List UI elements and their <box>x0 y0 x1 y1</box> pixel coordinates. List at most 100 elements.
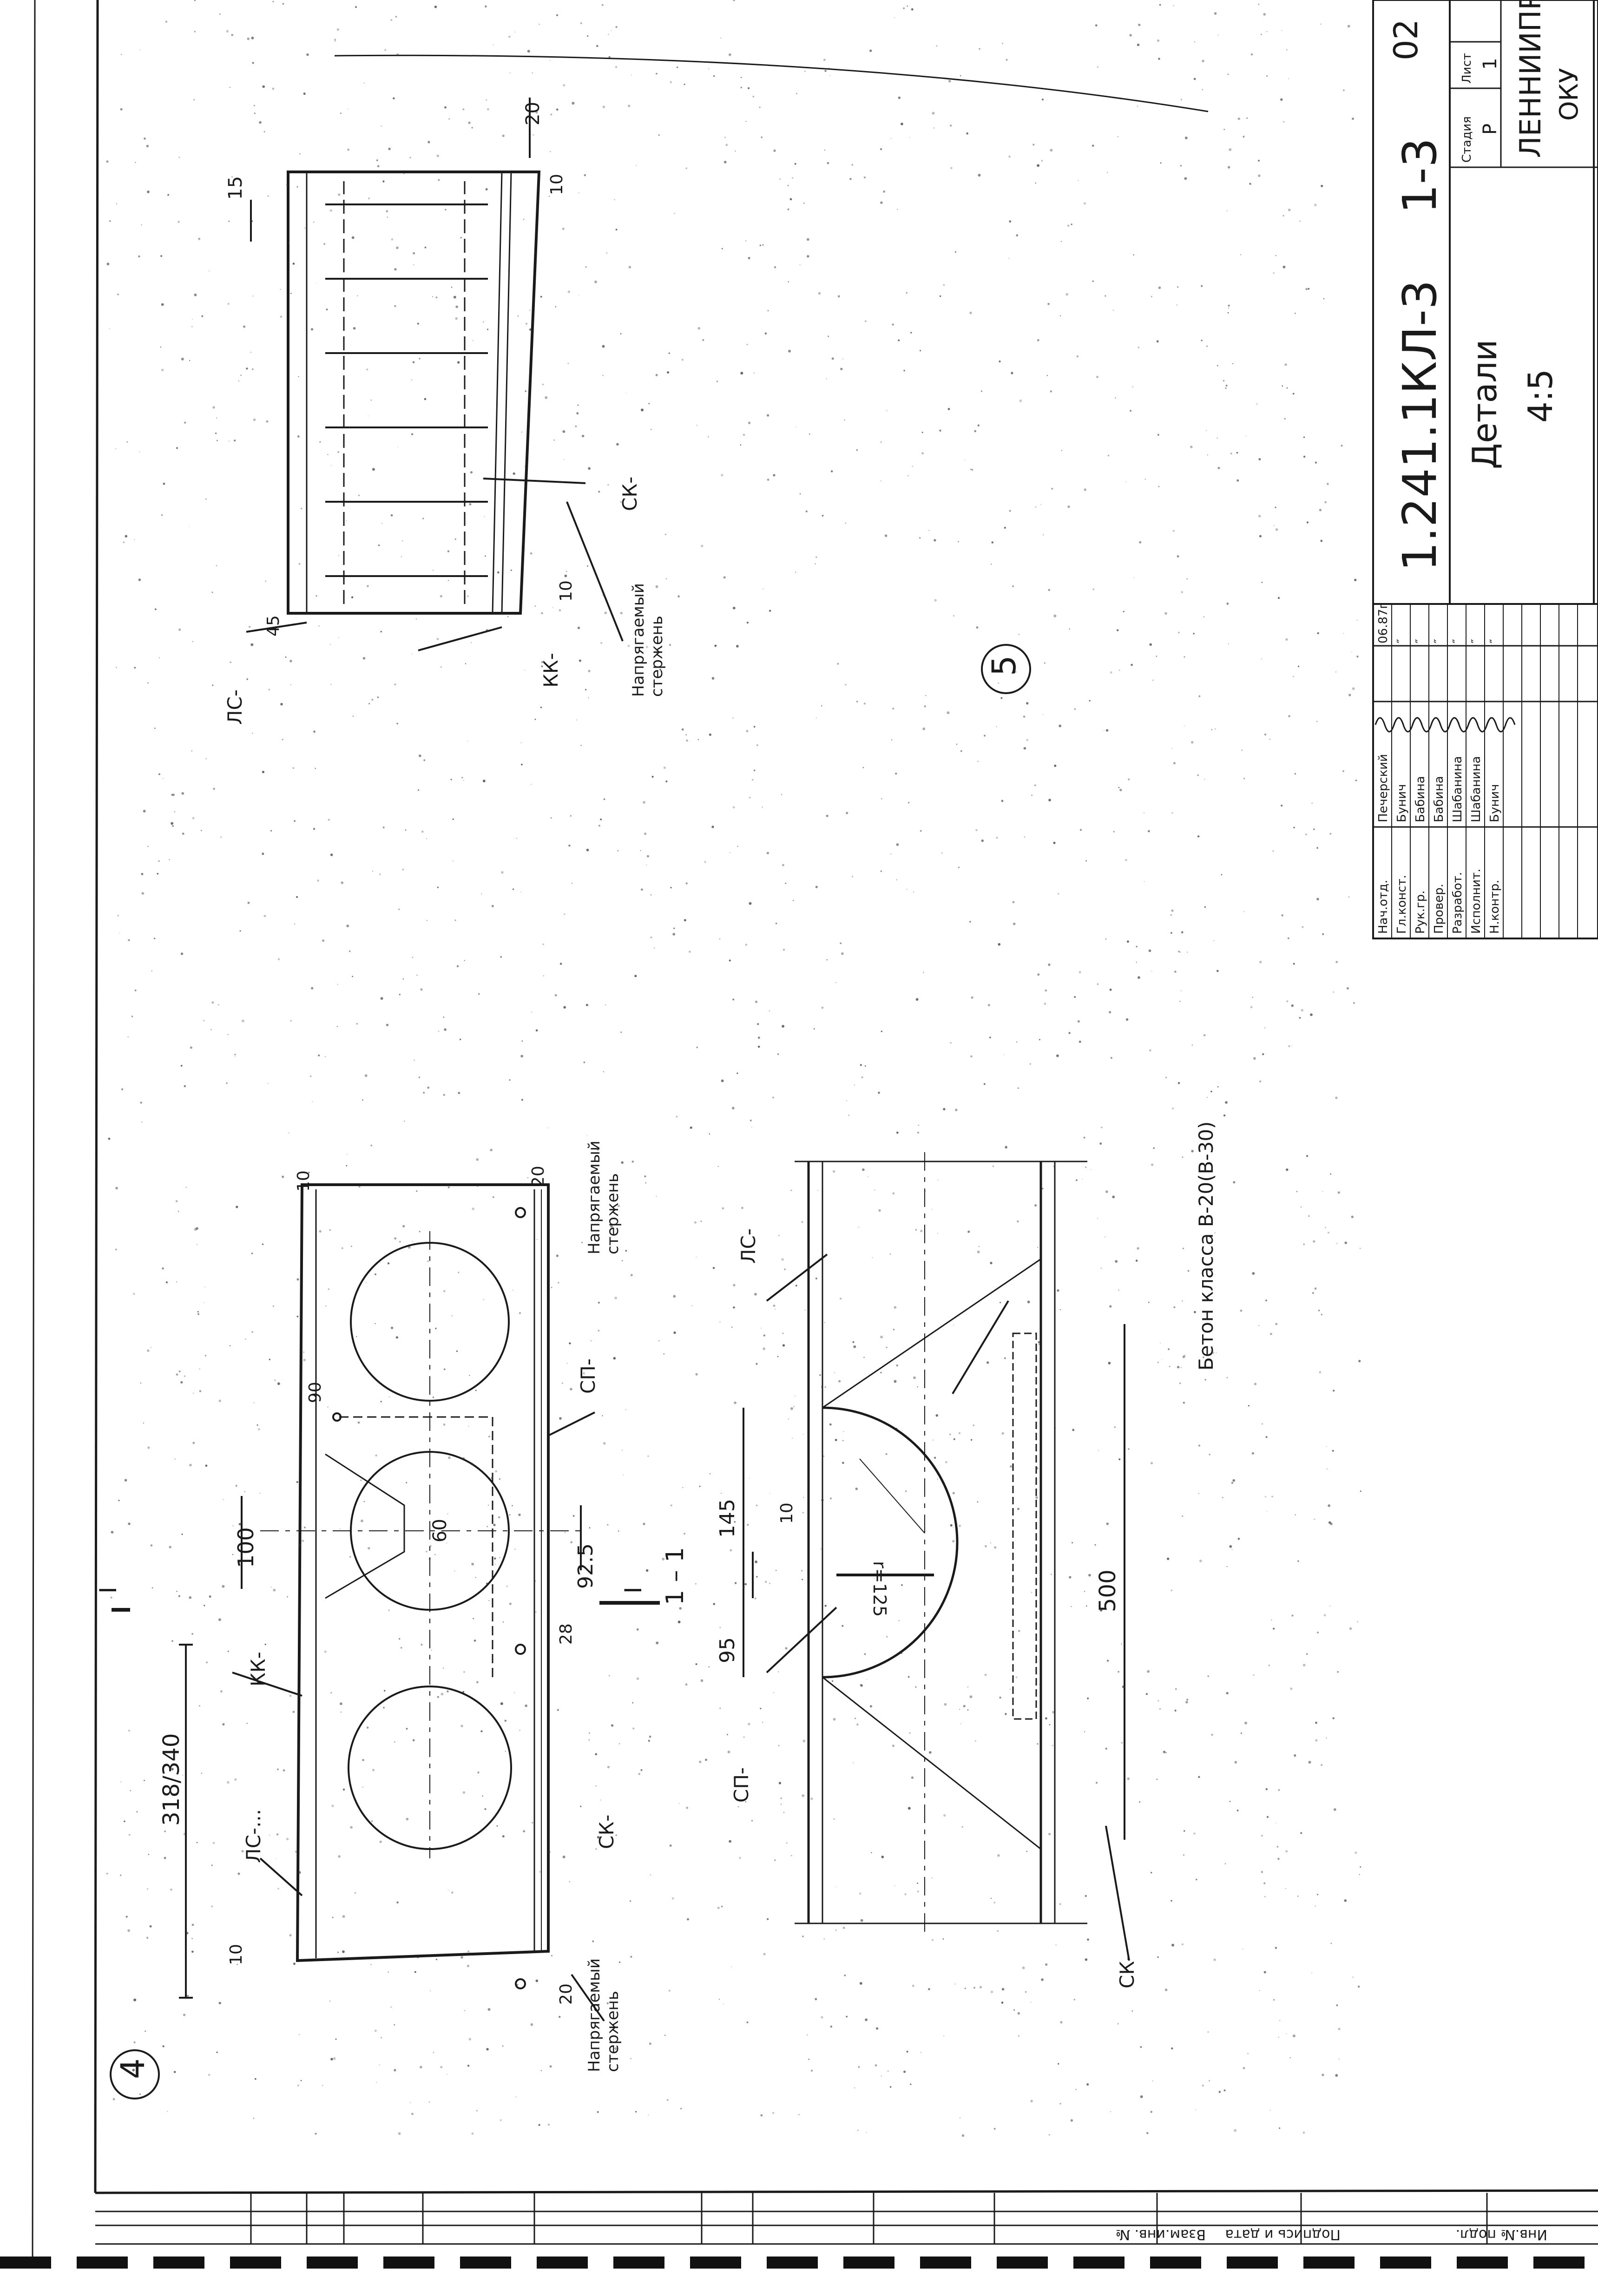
speckle <box>319 1230 322 1233</box>
speckle <box>323 243 325 245</box>
speckle <box>227 303 230 305</box>
speckle <box>945 1461 947 1463</box>
speckle <box>124 1820 125 1823</box>
detail-4-callout-sp: СП- <box>577 1358 599 1394</box>
speckle <box>388 1609 390 1611</box>
speckle <box>1136 962 1137 963</box>
speckle <box>598 1330 600 1332</box>
speckle <box>144 137 146 140</box>
speckle <box>262 1243 264 1245</box>
speckle <box>1337 1191 1340 1194</box>
speckle <box>804 1309 806 1311</box>
speckle <box>562 228 565 230</box>
speckle <box>542 383 544 386</box>
speckle <box>761 1327 762 1329</box>
speckle <box>1286 1000 1289 1003</box>
speckle <box>1264 1896 1266 1897</box>
speckle <box>232 1525 234 1526</box>
speckle <box>923 971 924 973</box>
speckle <box>1187 1270 1190 1272</box>
speckle <box>1284 363 1287 366</box>
speckle <box>355 6 357 8</box>
speckle <box>420 2066 422 2069</box>
speckle <box>996 726 997 728</box>
speckle <box>628 266 631 269</box>
speckle <box>1212 1351 1215 1354</box>
speckle <box>1251 1452 1254 1455</box>
speckle <box>322 2085 323 2086</box>
speckle <box>117 293 119 296</box>
speckle <box>837 663 839 665</box>
speckle <box>616 443 619 446</box>
speckle <box>368 1547 370 1550</box>
speckle <box>783 949 785 951</box>
speckle <box>878 1091 880 1094</box>
speckle <box>1109 988 1112 991</box>
speckle <box>342 1788 345 1791</box>
speckle <box>630 1274 633 1277</box>
speckle <box>898 96 901 99</box>
speckle <box>201 315 204 317</box>
speckle <box>773 149 776 152</box>
speckle <box>854 1084 855 1086</box>
speckle <box>203 1020 205 1022</box>
speckle <box>1107 1660 1109 1662</box>
speckle <box>695 1373 698 1376</box>
speckle <box>801 1570 802 1572</box>
speckle <box>338 1855 341 1858</box>
speckle <box>821 2016 823 2019</box>
speckle <box>919 537 921 539</box>
detail-5-dim-10-mid: 10 <box>557 580 576 602</box>
speckle <box>211 1905 213 1908</box>
speckle <box>753 726 756 728</box>
speckle <box>730 1549 732 1552</box>
speckle <box>126 441 128 443</box>
speckle <box>1333 991 1334 993</box>
speckle <box>541 612 543 615</box>
speckle <box>973 1424 975 1426</box>
speckle <box>613 1357 616 1360</box>
detail-5 <box>246 98 1031 694</box>
speckle <box>556 14 559 16</box>
speckle <box>1171 2047 1173 2050</box>
speckle <box>1048 1833 1051 1836</box>
speckle <box>1293 963 1295 965</box>
speckle <box>371 698 374 701</box>
speckle <box>1151 295 1152 298</box>
speckle <box>696 1256 697 1258</box>
speckle <box>382 180 385 183</box>
speckle <box>215 433 217 434</box>
speckle <box>495 1470 498 1473</box>
speckle <box>362 657 366 660</box>
speckle <box>670 81 672 83</box>
speckle <box>1034 1204 1037 1207</box>
speckle <box>602 105 605 108</box>
speckle <box>121 1088 124 1090</box>
speckle <box>198 237 201 240</box>
speckle <box>541 665 543 668</box>
speckle <box>842 358 843 360</box>
speckle <box>381 125 382 127</box>
speckle <box>1045 1963 1048 1966</box>
speckle <box>277 958 280 961</box>
speckle <box>595 1753 598 1756</box>
speckle <box>318 1054 320 1056</box>
speckle <box>953 1438 955 1440</box>
speckle <box>602 1415 603 1417</box>
speckle <box>109 220 111 222</box>
speckle <box>1250 53 1253 56</box>
speckle <box>585 1004 588 1006</box>
speckle <box>889 1253 891 1255</box>
speckle <box>471 2132 474 2135</box>
speckle <box>1314 1518 1315 1520</box>
speckle <box>112 2098 115 2100</box>
speckle <box>1073 1999 1076 2001</box>
speckle <box>1090 1169 1092 1170</box>
speckle <box>826 814 829 817</box>
speckle <box>1303 455 1306 458</box>
speckle <box>534 719 536 720</box>
speckle <box>1092 280 1094 282</box>
speckle <box>737 846 738 847</box>
speckle <box>775 922 777 925</box>
speckle <box>551 1286 552 1288</box>
